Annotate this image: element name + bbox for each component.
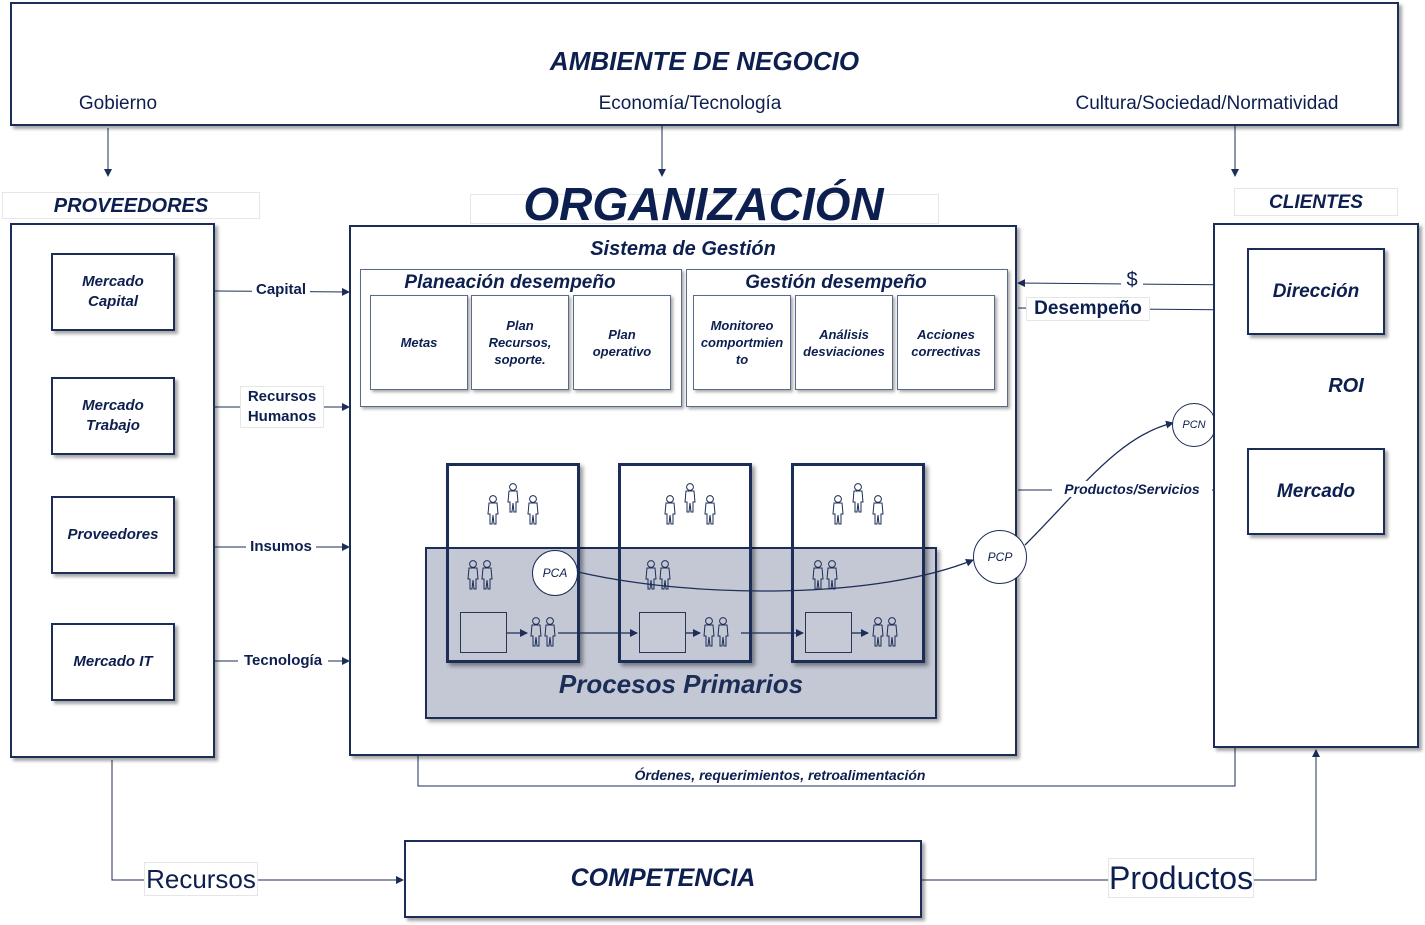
- metas-box: Metas: [370, 295, 468, 390]
- input-capital: Capital: [252, 281, 310, 298]
- clientes-title: CLIENTES: [1234, 188, 1398, 216]
- process-column: [791, 463, 925, 663]
- recursos-label: Recursos: [144, 862, 258, 896]
- people-icon: [488, 484, 538, 524]
- sistema-gestion-title: Sistema de Gestión: [590, 238, 776, 260]
- plan-recursos-box: Plan Recursos, soporte.: [471, 295, 569, 390]
- acciones-box: Acciones correctivas: [897, 295, 995, 390]
- people-icon: [813, 561, 837, 589]
- ambiente-box: [10, 2, 1399, 126]
- activity-square: [805, 612, 852, 653]
- mercado-it-box: Mercado IT: [51, 623, 175, 701]
- proveedores-box: Proveedores: [51, 496, 175, 574]
- process-column: [446, 463, 580, 663]
- plan-recursos-label: Plan Recursos, soporte.: [488, 318, 552, 367]
- mercado-it-label: Mercado IT: [73, 653, 153, 670]
- people-icon: [665, 484, 715, 524]
- organizacion-title-frame: [470, 194, 939, 224]
- input-recursos-humanos: Recursos Humanos: [240, 386, 324, 428]
- input-tecnologia: Tecnología: [238, 652, 328, 669]
- analisis-label: Análisis desviaciones: [803, 326, 885, 359]
- productos-servicios-label: Productos/Servicios: [1052, 481, 1212, 497]
- dollar-label: $: [1121, 269, 1143, 292]
- people-icon: [468, 561, 492, 589]
- mercado-box: Mercado: [1247, 448, 1385, 535]
- plan-operativo-label: Plan operativo: [592, 326, 652, 359]
- pcp-label: PCP: [987, 550, 1013, 564]
- acciones-label: Acciones correctivas: [911, 326, 981, 359]
- direccion-label: Dirección: [1272, 280, 1360, 302]
- people-icon: [873, 618, 897, 646]
- direccion-box: Dirección: [1247, 248, 1385, 335]
- mercado-capital-box: Mercado Capital: [51, 253, 175, 331]
- activity-square: [639, 612, 686, 653]
- factor-cultura: Cultura/Sociedad/Normatividad: [1075, 93, 1339, 114]
- metas-label: Metas: [400, 335, 438, 350]
- pcn-circle: PCN: [1172, 403, 1216, 447]
- process-column: [618, 463, 752, 663]
- organizacion-title: ORGANIZACIÓN: [523, 178, 884, 230]
- pca-label: PCA: [542, 566, 568, 580]
- analisis-box: Análisis desviaciones: [795, 295, 893, 390]
- mercado-capital-label: Mercado Capital: [82, 273, 144, 310]
- ambiente-title: AMBIENTE DE NEGOCIO: [549, 46, 860, 76]
- competencia-title: COMPETENCIA: [570, 864, 756, 892]
- activity-square: [460, 612, 507, 653]
- proveedores-label: Proveedores: [67, 526, 159, 543]
- factor-economia: Economía/Tecnología: [598, 93, 782, 114]
- monitoreo-label: Monitoreo comportmien to: [700, 318, 784, 367]
- people-icon: [531, 618, 555, 646]
- people-icon: [833, 484, 883, 524]
- procesos-primarios-title: Procesos Primarios: [558, 669, 804, 699]
- plan-operativo-box: Plan operativo: [573, 295, 671, 390]
- factor-gobierno: Gobierno: [78, 93, 158, 114]
- pca-circle: PCA: [532, 550, 578, 596]
- mercado-label: Mercado: [1276, 480, 1356, 502]
- competencia-box: [404, 840, 922, 918]
- planeacion-title: Planeación desempeño: [404, 272, 616, 293]
- mercado-trabajo-label: Mercado Trabajo: [82, 397, 144, 434]
- gestion-title: Gestión desempeño: [745, 272, 927, 293]
- monitoreo-box: Monitoreo comportmien to: [693, 295, 791, 390]
- pcp-circle: PCP: [973, 530, 1027, 584]
- proveedores-title: PROVEEDORES: [2, 192, 260, 219]
- ordenes-label: Órdenes, requerimientos, retroalimentaci…: [634, 767, 926, 783]
- people-icon: [704, 618, 728, 646]
- roi-label: ROI: [1328, 375, 1364, 397]
- productos-label: Productos: [1108, 858, 1254, 898]
- pcn-label: PCN: [1182, 419, 1206, 431]
- mercado-trabajo-box: Mercado Trabajo: [51, 377, 175, 455]
- desempeno-label: Desempeño: [1026, 297, 1150, 321]
- input-insumos: Insumos: [246, 538, 316, 555]
